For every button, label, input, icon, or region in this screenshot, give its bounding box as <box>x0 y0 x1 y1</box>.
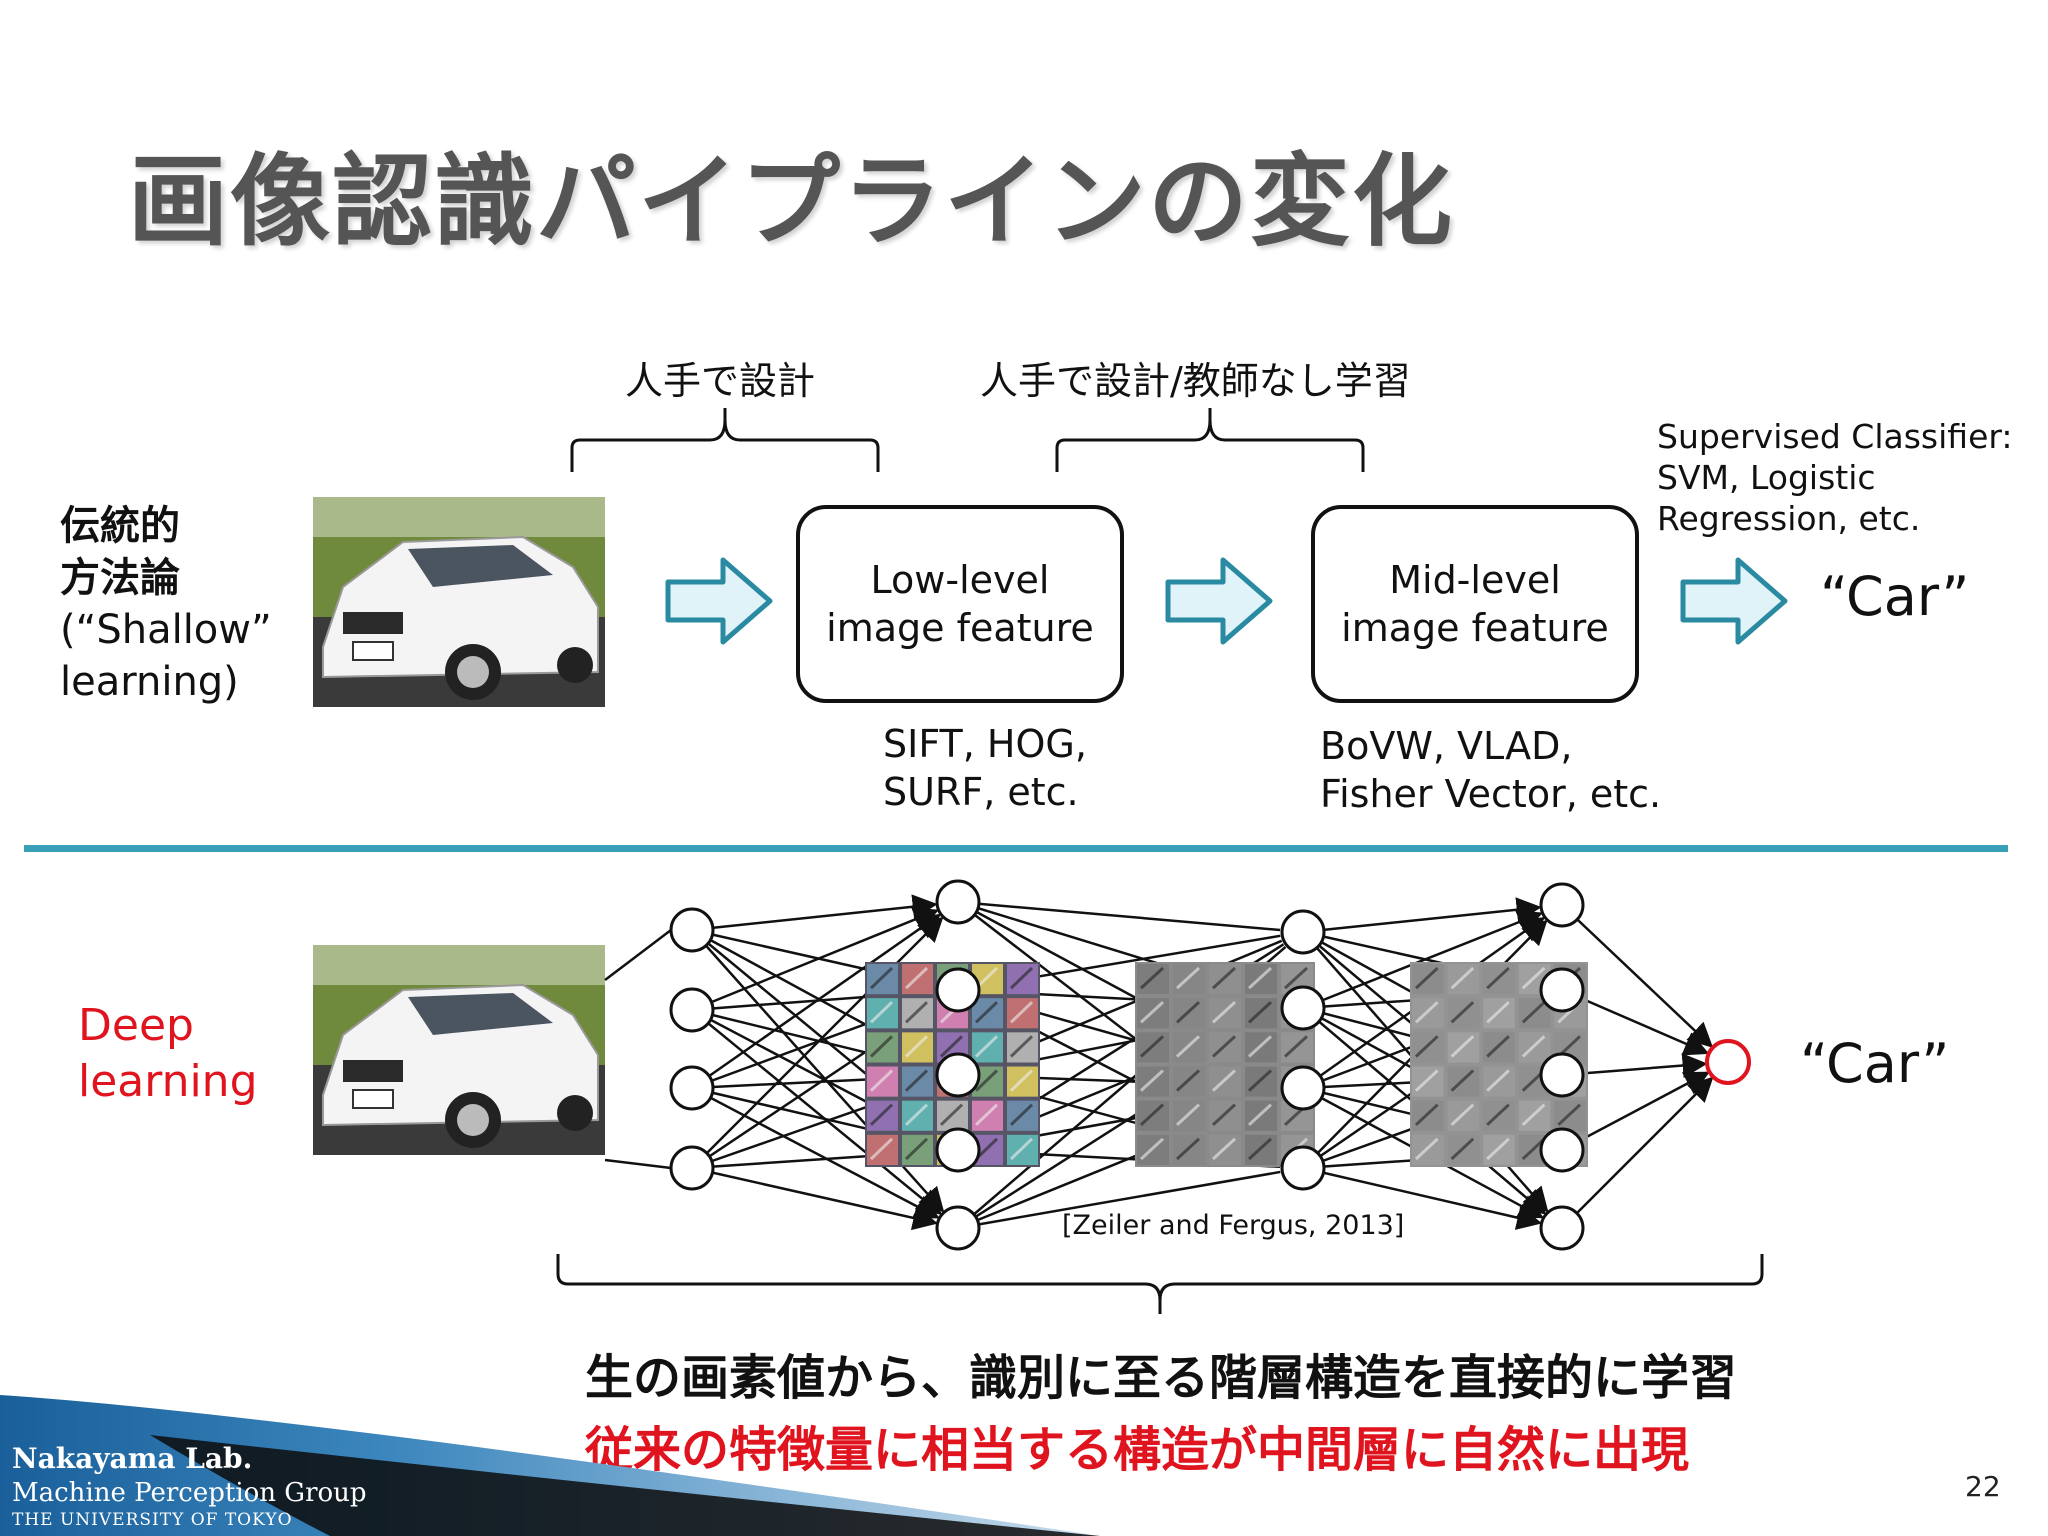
shallow-label-line2: 方法論 <box>60 555 180 601</box>
footer-university: THE UNIVERSITY OF TOKYO <box>12 1510 293 1530</box>
network-nodes <box>669 879 1751 1251</box>
network-node <box>669 907 715 953</box>
brace-mid-level <box>1055 408 1365 472</box>
deep-label: Deep learning <box>78 998 258 1110</box>
network-node <box>1705 1039 1751 1085</box>
low-level-notes: SIFT, HOG, SURF, etc. <box>883 720 1087 816</box>
network-node <box>669 987 715 1033</box>
mid-level-box-line1: Mid-level <box>1389 558 1561 602</box>
mid-level-notes-line1: BoVW, VLAD, <box>1320 724 1573 768</box>
network-node <box>1280 985 1326 1031</box>
shallow-label-line4: learning) <box>60 659 239 705</box>
network-node <box>669 1065 715 1111</box>
network-node <box>935 879 981 925</box>
top-braces <box>570 408 1365 472</box>
network-node <box>935 1205 981 1251</box>
brace-low-level <box>570 408 880 472</box>
low-level-notes-line1: SIFT, HOG, <box>883 722 1087 766</box>
low-level-box-line1: Low-level <box>870 558 1050 602</box>
footer-group: Machine Perception Group <box>12 1478 367 1508</box>
shallow-label-line3: (“Shallow” <box>60 607 272 653</box>
network-node <box>1280 1065 1326 1111</box>
shallow-label-line1: 伝統的 <box>60 503 180 549</box>
classifier-line2: SVM, Logistic <box>1657 458 1876 497</box>
bracket2-label: 人手で設計/教師なし学習 <box>980 359 1411 403</box>
classifier-notes: Supervised Classifier: SVM, Logistic Reg… <box>1657 416 2013 539</box>
page-number: 22 <box>1965 1470 2001 1503</box>
deep-label-line1: Deep <box>78 1000 194 1051</box>
network-node <box>1280 909 1326 955</box>
network-node <box>1280 1145 1326 1191</box>
shallow-output-label: “Car” <box>1820 565 1970 628</box>
message-line2: 従来の特徴量に相当する構造が中間層に自然に出現 <box>585 1422 1690 1478</box>
network-node <box>935 1127 981 1173</box>
network-node <box>1539 1052 1585 1098</box>
bracket1-label: 人手で設計 <box>625 359 816 403</box>
mid-level-box-line2: image feature <box>1341 606 1609 650</box>
citation: [Zeiler and Fergus, 2013] <box>1062 1210 1405 1241</box>
shallow-label: 伝統的 方法論 (“Shallow” learning) <box>60 500 272 708</box>
network-node <box>1539 1127 1585 1173</box>
message-line1: 生の画素値から、識別に至る階層構造を直接的に学習 <box>585 1350 1738 1406</box>
mid-level-notes: BoVW, VLAD, Fisher Vector, etc. <box>1320 722 1661 818</box>
deep-output-label: “Car” <box>1800 1032 1950 1095</box>
classifier-line3: Regression, etc. <box>1657 499 1921 538</box>
low-level-feature-box: Low-level image feature <box>796 505 1124 703</box>
bottom-brace <box>556 1254 1764 1314</box>
network-node <box>669 1145 715 1191</box>
network-node <box>1539 967 1585 1013</box>
low-level-notes-line2: SURF, etc. <box>883 770 1079 814</box>
network-node <box>935 1052 981 1098</box>
section-divider <box>24 845 2008 852</box>
network-node <box>1539 882 1585 928</box>
network-node <box>1539 1205 1585 1251</box>
footer-swoosh <box>0 1395 1100 1536</box>
slide-title: 画像認識パイプラインの変化 <box>128 143 1454 260</box>
deep-label-line2: learning <box>78 1056 258 1107</box>
network-node <box>935 967 981 1013</box>
neural-network-diagram <box>604 879 1751 1251</box>
arrow-right-icon <box>665 557 773 645</box>
low-level-box-line2: image feature <box>826 606 1094 650</box>
mid-level-notes-line2: Fisher Vector, etc. <box>1320 772 1662 816</box>
classifier-line1: Supervised Classifier: <box>1657 417 2013 456</box>
arrow-right-icon <box>1680 557 1788 645</box>
car-photo-deep <box>313 945 605 1155</box>
mid-level-feature-box: Mid-level image feature <box>1311 505 1639 703</box>
footer-lab-name: Nakayama Lab. <box>12 1442 253 1475</box>
car-photo-shallow <box>313 497 605 707</box>
arrow-right-icon <box>1165 557 1273 645</box>
